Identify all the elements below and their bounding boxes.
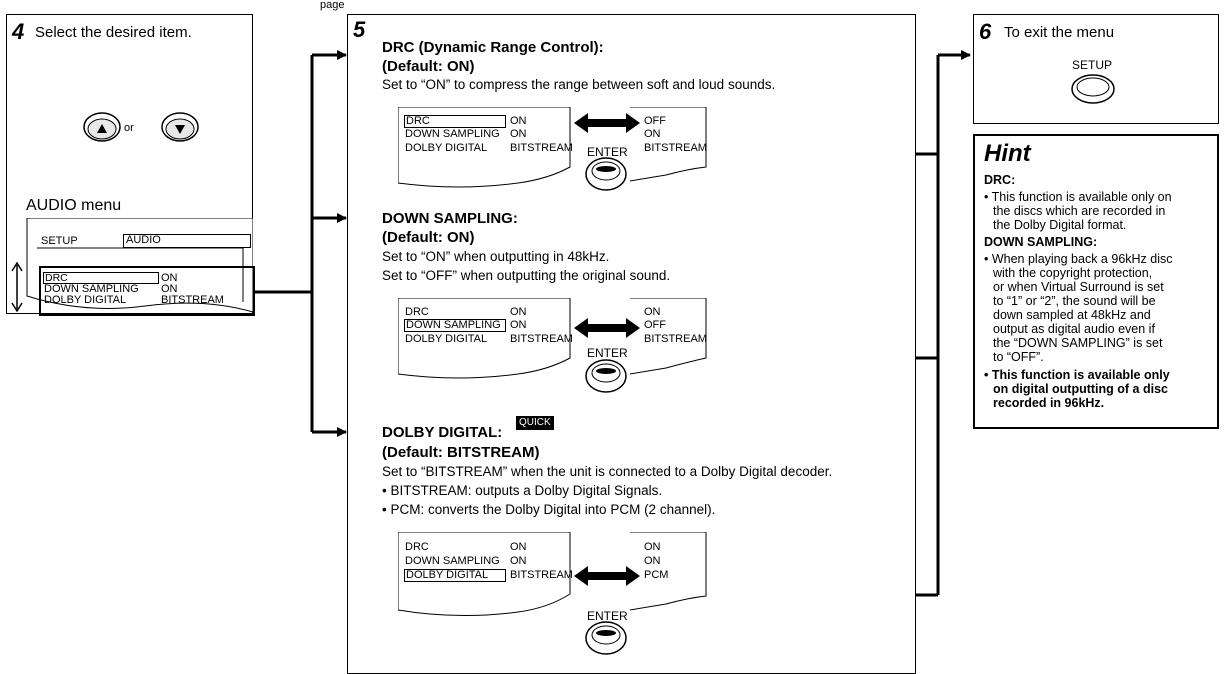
hint-drc-heading: DRC: <box>984 173 1016 187</box>
menu-row-drc-value: ON <box>161 272 178 284</box>
audio-menu-screen: SETUP AUDIO DRC ON DOWN SAMPLING ON DOLB… <box>25 218 255 316</box>
menu-row-drc-label[interactable]: DRC <box>43 272 159 284</box>
dd-screen-new-dd: PCM <box>644 569 669 581</box>
dd-screen-row-drc-value: ON <box>510 541 527 553</box>
dd-screen-row-dd-label[interactable]: DOLBY DIGITAL <box>404 569 506 582</box>
dd-screen-row-ds-label[interactable]: DOWN SAMPLING <box>405 555 500 567</box>
hint-drc-line-1: • This function is available only on <box>984 190 1172 204</box>
ds-screen-row-drc-value: ON <box>510 306 527 318</box>
drc-enter-label: ENTER <box>587 145 628 159</box>
ds-screen-row-drc-label[interactable]: DRC <box>405 306 429 318</box>
dd-screen-row-drc-label[interactable]: DRC <box>405 541 429 553</box>
updown-buttons <box>83 112 199 142</box>
setup-button[interactable] <box>1070 73 1116 105</box>
hint-ds-line-8: to “OFF”. <box>993 350 1044 364</box>
hint-drc-line-3: the Dolby Digital format. <box>993 218 1127 232</box>
ds-enter-label: ENTER <box>587 346 628 360</box>
ds-screen-row-ds-label[interactable]: DOWN SAMPLING <box>404 319 506 332</box>
hint-downsampling-heading: DOWN SAMPLING: <box>984 235 1098 249</box>
downsampling-default: (Default: ON) <box>382 229 475 246</box>
drc-screen-row-drc-value: ON <box>510 115 527 127</box>
ds-screen-row-dd-value: BITSTREAM <box>510 333 573 345</box>
hint-ds-line-2: with the copyright protection, <box>993 266 1153 280</box>
downsampling-desc2: Set to “OFF” when outputting the origina… <box>382 268 671 283</box>
menu-setup-label: SETUP <box>41 235 78 247</box>
menu-row-downsampling-label[interactable]: DOWN SAMPLING <box>44 283 139 295</box>
dd-screen-new-ds: ON <box>644 555 661 567</box>
page-header-fragment: page <box>320 0 345 11</box>
step6-instruction: To exit the menu <box>1004 24 1115 41</box>
downsampling-screens: DRC ON DOWN SAMPLING ON DOLBY DIGITAL BI… <box>398 298 718 398</box>
step6-number: 6 <box>979 19 992 44</box>
dolby-default: (Default: BITSTREAM) <box>382 444 540 461</box>
menu-row-downsampling-value: ON <box>161 283 178 295</box>
drc-screen-new-ds: ON <box>644 128 661 140</box>
step4-instruction: Select the desired item. <box>35 24 192 41</box>
dd-screen-new-drc: ON <box>644 541 661 553</box>
step5-panel: 5 DRC (Dynamic Range Control): (Default:… <box>347 14 916 674</box>
hint-ds-line-3: or when Virtual Surround is set <box>993 280 1164 294</box>
hint-panel: Hint DRC: • This function is available o… <box>973 134 1219 429</box>
setup-button-label: SETUP <box>1072 58 1113 72</box>
hint-ds-line-4: to “1” or “2”, the sound will be <box>993 294 1156 308</box>
up-triangle-icon[interactable] <box>83 112 121 142</box>
downsampling-desc1: Set to “ON” when outputting in 48kHz. <box>382 249 610 264</box>
quick-badge: QUICK <box>516 416 554 430</box>
dd-enter-label: ENTER <box>587 609 628 623</box>
drc-desc: Set to “ON” to compress the range betwee… <box>382 77 776 92</box>
dd-screen-row-ds-value: ON <box>510 555 527 567</box>
menu-items-box <box>39 266 255 316</box>
hint-drc-line-2: the discs which are recorded in <box>993 204 1166 218</box>
drc-screen-row-dd-label[interactable]: DOLBY DIGITAL <box>405 142 488 154</box>
drc-default: (Default: ON) <box>382 58 475 75</box>
drc-screen-row-dd-value: BITSTREAM <box>510 142 573 154</box>
drc-screen-row-ds-value: ON <box>510 128 527 140</box>
dolby-bullet-pcm: • PCM: converts the Dolby Digital into P… <box>382 502 716 517</box>
ds-screen-row-dd-label[interactable]: DOLBY DIGITAL <box>405 333 488 345</box>
hint-title: Hint <box>984 140 1031 167</box>
updown-arrow-icon <box>11 261 23 313</box>
step5-number: 5 <box>353 17 366 42</box>
hint-ds-line-1: • When playing back a 96kHz disc <box>984 252 1173 266</box>
ds-screen-new-dd: BITSTREAM <box>644 333 707 345</box>
dd-screen-row-dd-value: BITSTREAM <box>510 569 573 581</box>
menu-row-dolby-value: BITSTREAM <box>161 294 224 306</box>
or-text: or <box>124 122 134 134</box>
audio-menu-title: AUDIO menu <box>26 197 122 214</box>
dolby-screens: DRC ON DOWN SAMPLING ON DOLBY DIGITAL BI… <box>398 532 718 662</box>
ds-screen-new-drc: ON <box>644 306 661 318</box>
down-triangle-icon[interactable] <box>161 112 199 142</box>
hint-ds-line-7: the “DOWN SAMPLING” is set <box>993 336 1163 350</box>
menu-audio-tab[interactable]: AUDIO <box>123 234 251 248</box>
dolby-desc: Set to “BITSTREAM” when the unit is conn… <box>382 464 833 479</box>
drc-screens: DRC ON DOWN SAMPLING ON DOLBY DIGITAL BI… <box>398 107 718 197</box>
ds-screen-new-ds: OFF <box>644 319 666 331</box>
hint-ds-line-5: down sampled at 48kHz and <box>993 308 1151 322</box>
drc-screen-new-dd: BITSTREAM <box>644 142 707 154</box>
dolby-bullet-bitstream: • BITSTREAM: outputs a Dolby Digital Sig… <box>382 483 663 498</box>
drc-screen-row-drc-label[interactable]: DRC <box>404 115 506 128</box>
step4-number: 4 <box>12 19 25 44</box>
drc-title: DRC (Dynamic Range Control): <box>382 39 604 56</box>
hint-ds-line-6: output as digital audio even if <box>993 322 1155 336</box>
drc-screen-new-drc: OFF <box>644 115 666 127</box>
step6-panel: 6 To exit the menu SETUP <box>973 14 1219 124</box>
hint-bold-line-3: recorded in 96kHz. <box>993 396 1105 410</box>
step4-panel: 4 Select the desired item. or AUDIO menu… <box>6 14 255 316</box>
drc-screen-row-ds-label[interactable]: DOWN SAMPLING <box>405 128 500 140</box>
menu-row-dolby-label[interactable]: DOLBY DIGITAL <box>44 294 127 306</box>
hint-bold-line-1: • This function is available only <box>984 368 1170 382</box>
ds-screen-row-ds-value: ON <box>510 319 527 331</box>
hint-bold-line-2: on digital outputting of a disc <box>993 382 1168 396</box>
dolby-title: DOLBY DIGITAL: <box>382 424 503 441</box>
downsampling-title: DOWN SAMPLING: <box>382 210 518 227</box>
